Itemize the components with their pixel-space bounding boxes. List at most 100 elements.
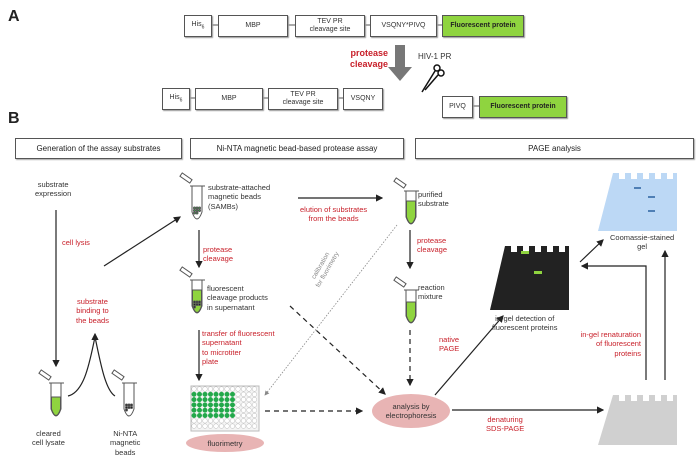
- label-native-page: native PAGE: [439, 335, 460, 354]
- plate-well: [235, 397, 241, 403]
- arrow-dashed-supernatant: [289, 305, 386, 395]
- plate-well: [229, 423, 235, 429]
- label-renaturation: in-gel renaturation of fluorescent prote…: [580, 330, 641, 358]
- his6-tag: His6: [162, 88, 190, 110]
- vsqny-fragment: VSQNY: [343, 88, 383, 110]
- plate-well: [246, 386, 252, 392]
- plate-well: [196, 413, 202, 419]
- pivq-fragment: PIVQ: [442, 96, 473, 118]
- plate-well: [224, 413, 230, 419]
- header-page-analysis: PAGE analysis: [415, 138, 694, 159]
- plate-well: [218, 386, 224, 392]
- plate-well: [191, 397, 197, 403]
- plate-well: [207, 397, 213, 403]
- fluorescent-protein: Fluorescent protein: [479, 96, 567, 118]
- arrow-renaturation: [580, 262, 647, 380]
- plate-well: [224, 418, 230, 424]
- plate-well: [207, 418, 213, 424]
- plate-well: [240, 413, 246, 419]
- plate-well: [251, 386, 257, 392]
- fluorimetry-node: fluorimetry: [186, 434, 264, 452]
- label-fluorescent-products: fluorescent cleavage products in superna…: [207, 284, 268, 312]
- plate-well: [218, 423, 224, 429]
- plate-well: [213, 397, 219, 403]
- plate-well: [213, 402, 219, 408]
- plate-well: [251, 423, 257, 429]
- panel-a-letter: A: [8, 8, 20, 25]
- fluorescence-gel: [490, 246, 569, 310]
- label-cleared-lysate: cleared cell lysate: [32, 429, 65, 448]
- label-elution: elution of substrates from the beads: [300, 205, 368, 224]
- plate-well: [213, 413, 219, 419]
- plate-well: [218, 391, 224, 397]
- plate-well: [251, 418, 257, 424]
- plate-well: [191, 386, 197, 392]
- plate-well: [224, 407, 230, 413]
- plate-well: [202, 418, 208, 424]
- sds-gel: [598, 395, 677, 445]
- plate-well: [229, 391, 235, 397]
- plate-well: [235, 391, 241, 397]
- plate-well: [229, 397, 235, 403]
- arrow-binding: [103, 216, 182, 267]
- plate-well: [240, 423, 246, 429]
- plate-well: [207, 391, 213, 397]
- microtiter-plate: [190, 385, 260, 432]
- plate-well: [229, 418, 235, 424]
- plate-well: [196, 397, 202, 403]
- gel-band: [521, 251, 529, 254]
- gel-band: [648, 210, 655, 212]
- plate-well: [207, 402, 213, 408]
- plate-well: [251, 391, 257, 397]
- plate-well: [251, 407, 257, 413]
- plate-well: [202, 386, 208, 392]
- cleavage-sequence: VSQNY*PIVQ: [370, 15, 437, 37]
- label-substrate-expression: substrate expression: [35, 180, 72, 199]
- plate-well: [191, 402, 197, 408]
- panel-b-letter: B: [8, 110, 20, 127]
- tube-ninta-beads: [111, 369, 137, 417]
- plate-well: [191, 413, 197, 419]
- tube-reaction-mixture: [393, 276, 419, 324]
- plate-well: [196, 407, 202, 413]
- header-substrates: Generation of the assay substrates: [15, 138, 182, 159]
- plate-well: [224, 423, 230, 429]
- label-cell-lysis: cell lysis: [62, 238, 90, 247]
- label-reaction-mixture: reaction mixture: [418, 283, 445, 302]
- plate-well: [196, 418, 202, 424]
- plate-well: [218, 418, 224, 424]
- plate-well: [246, 391, 252, 397]
- label-coomassie: Coomassie-stained gel: [610, 233, 675, 252]
- tube-purified-substrate: [393, 177, 419, 225]
- plate-well: [224, 402, 230, 408]
- plate-well: [229, 386, 235, 392]
- plate-well: [229, 407, 235, 413]
- plate-well: [191, 418, 197, 424]
- plate-well: [235, 423, 241, 429]
- plate-well: [218, 407, 224, 413]
- plate-well: [229, 402, 235, 408]
- plate-well: [207, 386, 213, 392]
- gel-band: [648, 196, 655, 198]
- scissors-icon: [421, 64, 445, 93]
- label-purified-substrate: purified substrate: [418, 190, 449, 209]
- plate-well: [202, 391, 208, 397]
- plate-well: [191, 391, 197, 397]
- label-substrate-binding: substrate binding to the beads: [76, 297, 109, 325]
- tev-site: TEV PR cleavage site: [295, 15, 365, 37]
- plate-well: [240, 402, 246, 408]
- plate-well: [224, 386, 230, 392]
- plate-well: [246, 402, 252, 408]
- plate-well: [207, 407, 213, 413]
- plate-well: [240, 391, 246, 397]
- plate-well: [213, 407, 219, 413]
- cleavage-arrow: [388, 45, 412, 81]
- plate-well: [196, 391, 202, 397]
- plate-well: [202, 407, 208, 413]
- plate-well: [213, 423, 219, 429]
- plate-well: [246, 397, 252, 403]
- plate-well: [235, 418, 241, 424]
- merge-curve: [67, 336, 116, 397]
